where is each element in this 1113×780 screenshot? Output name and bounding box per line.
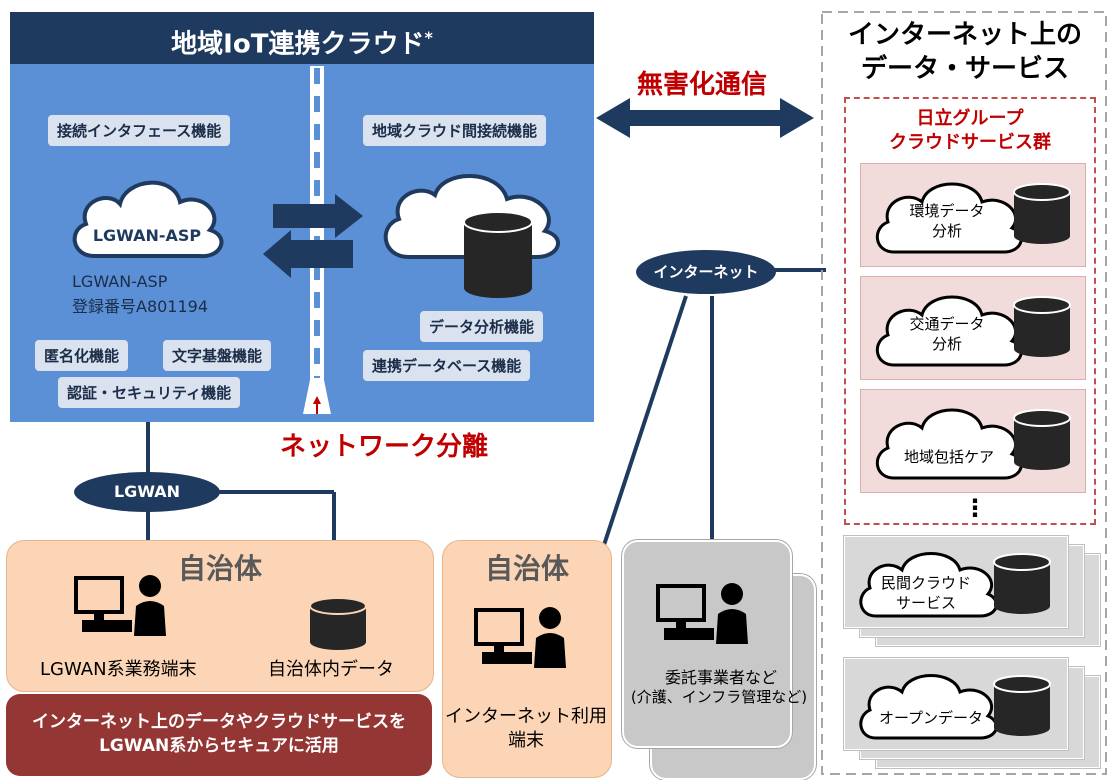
internet-terminal-line2: 端末 [508,730,544,751]
cloud-icon [72,180,224,259]
linked-db-function-label: 連携データベース機能 [363,350,531,381]
panel-title-mark: * [424,28,433,47]
database-icon [1013,296,1071,357]
more-services-ellipsis: ⋮ [963,494,987,522]
internet-terminal-line1: インターネット利用 [445,706,607,727]
banner-line1: インターネット上のデータやクラウドサービスを [32,712,406,732]
lgwan-network-oval: LGWAN [74,472,220,512]
interface-function-label: 接続インタフェース機能 [48,115,231,146]
private-cloud-line2: サービス [895,594,956,612]
lgwan-terminal-label: LGWAN系業務端末 [40,659,197,680]
exchange-arrows-icon [263,194,363,278]
double-arrow-icon [596,98,814,138]
database-icon [463,211,533,298]
asp-registration-number: 登録番号A801194 [72,297,209,316]
panel-title: 地域IoT連携クラウド [171,29,425,60]
secure-usage-banner: インターネット上のデータやクラウドサービスを LGWAN系からセキュアに活用 [6,694,432,776]
internet-services-title: インターネット上の データ・サービス [826,18,1104,86]
internet-services-title-line2: データ・サービス [860,54,1069,84]
hitachi-group-title-line2: クラウドサービス群 [889,132,1051,153]
service-environment-line1: 環境データ [909,202,985,220]
banner-line2: LGWAN系からセキュアに活用 [99,736,339,756]
auth-security-function-label: 認証・セキュリティ機能 [58,377,241,408]
asp-cloud-label: LGWAN-ASP [92,226,202,245]
cloud-icon [859,552,998,618]
municipality-data-label: 自治体内データ [268,659,394,680]
person-at-computer-icon [474,607,566,668]
service-community-care-line1: 地域包括ケア [903,448,994,466]
database-icon [1013,409,1071,470]
data-analysis-function-label: データ分析機能 [420,311,544,342]
service-traffic-line1: 交通データ [909,315,985,333]
asp-name: LGWAN-ASP [72,272,168,291]
network-separation-label: ネットワーク分離 [279,432,488,462]
inter-cloud-function-label: 地域クラウド間接続機能 [363,115,547,146]
database-icon [309,597,367,650]
cloud-icon [876,408,1023,480]
hitachi-group-title: 日立グループ クラウドサービス群 [846,107,1094,155]
municipality-lgwan-title: 自治体 [177,552,262,585]
person-at-computer-icon [656,583,748,644]
contractors-line1: 委託事業者など [664,668,777,687]
service-environment-line2: 分析 [931,222,962,240]
hitachi-cloud-services-group: 日立グループ クラウドサービス群 [844,97,1096,525]
person-at-computer-icon [74,575,166,636]
service-traffic-line2: 分析 [931,335,962,353]
private-cloud-line1: 民間クラウド [880,574,971,592]
hitachi-group-title-line1: 日立グループ [916,108,1024,129]
anonymize-function-label: 匿名化機能 [35,340,129,371]
open-data-line1: オープンデータ [878,709,984,727]
internet-services-title-line1: インターネット上の [847,20,1082,50]
internet-network-oval: インターネット [636,250,776,294]
database-icon [993,553,1051,614]
cloud-icon [859,674,998,740]
contractors-card [622,540,792,748]
lgwan-network-label: LGWAN [113,482,181,501]
contractors-line2: (介護、インフラ管理など) [630,688,808,706]
database-icon [1013,183,1071,244]
charset-function-label: 文字基盤機能 [163,340,272,371]
panel-title-bar: 地域IoT連携クラウド* [10,12,594,64]
database-icon [993,675,1051,736]
municipality-internet-title: 自治体 [484,552,569,585]
secure-communication-label: 無害化通信 [636,70,767,100]
internet-network-label: インターネット [653,263,759,281]
